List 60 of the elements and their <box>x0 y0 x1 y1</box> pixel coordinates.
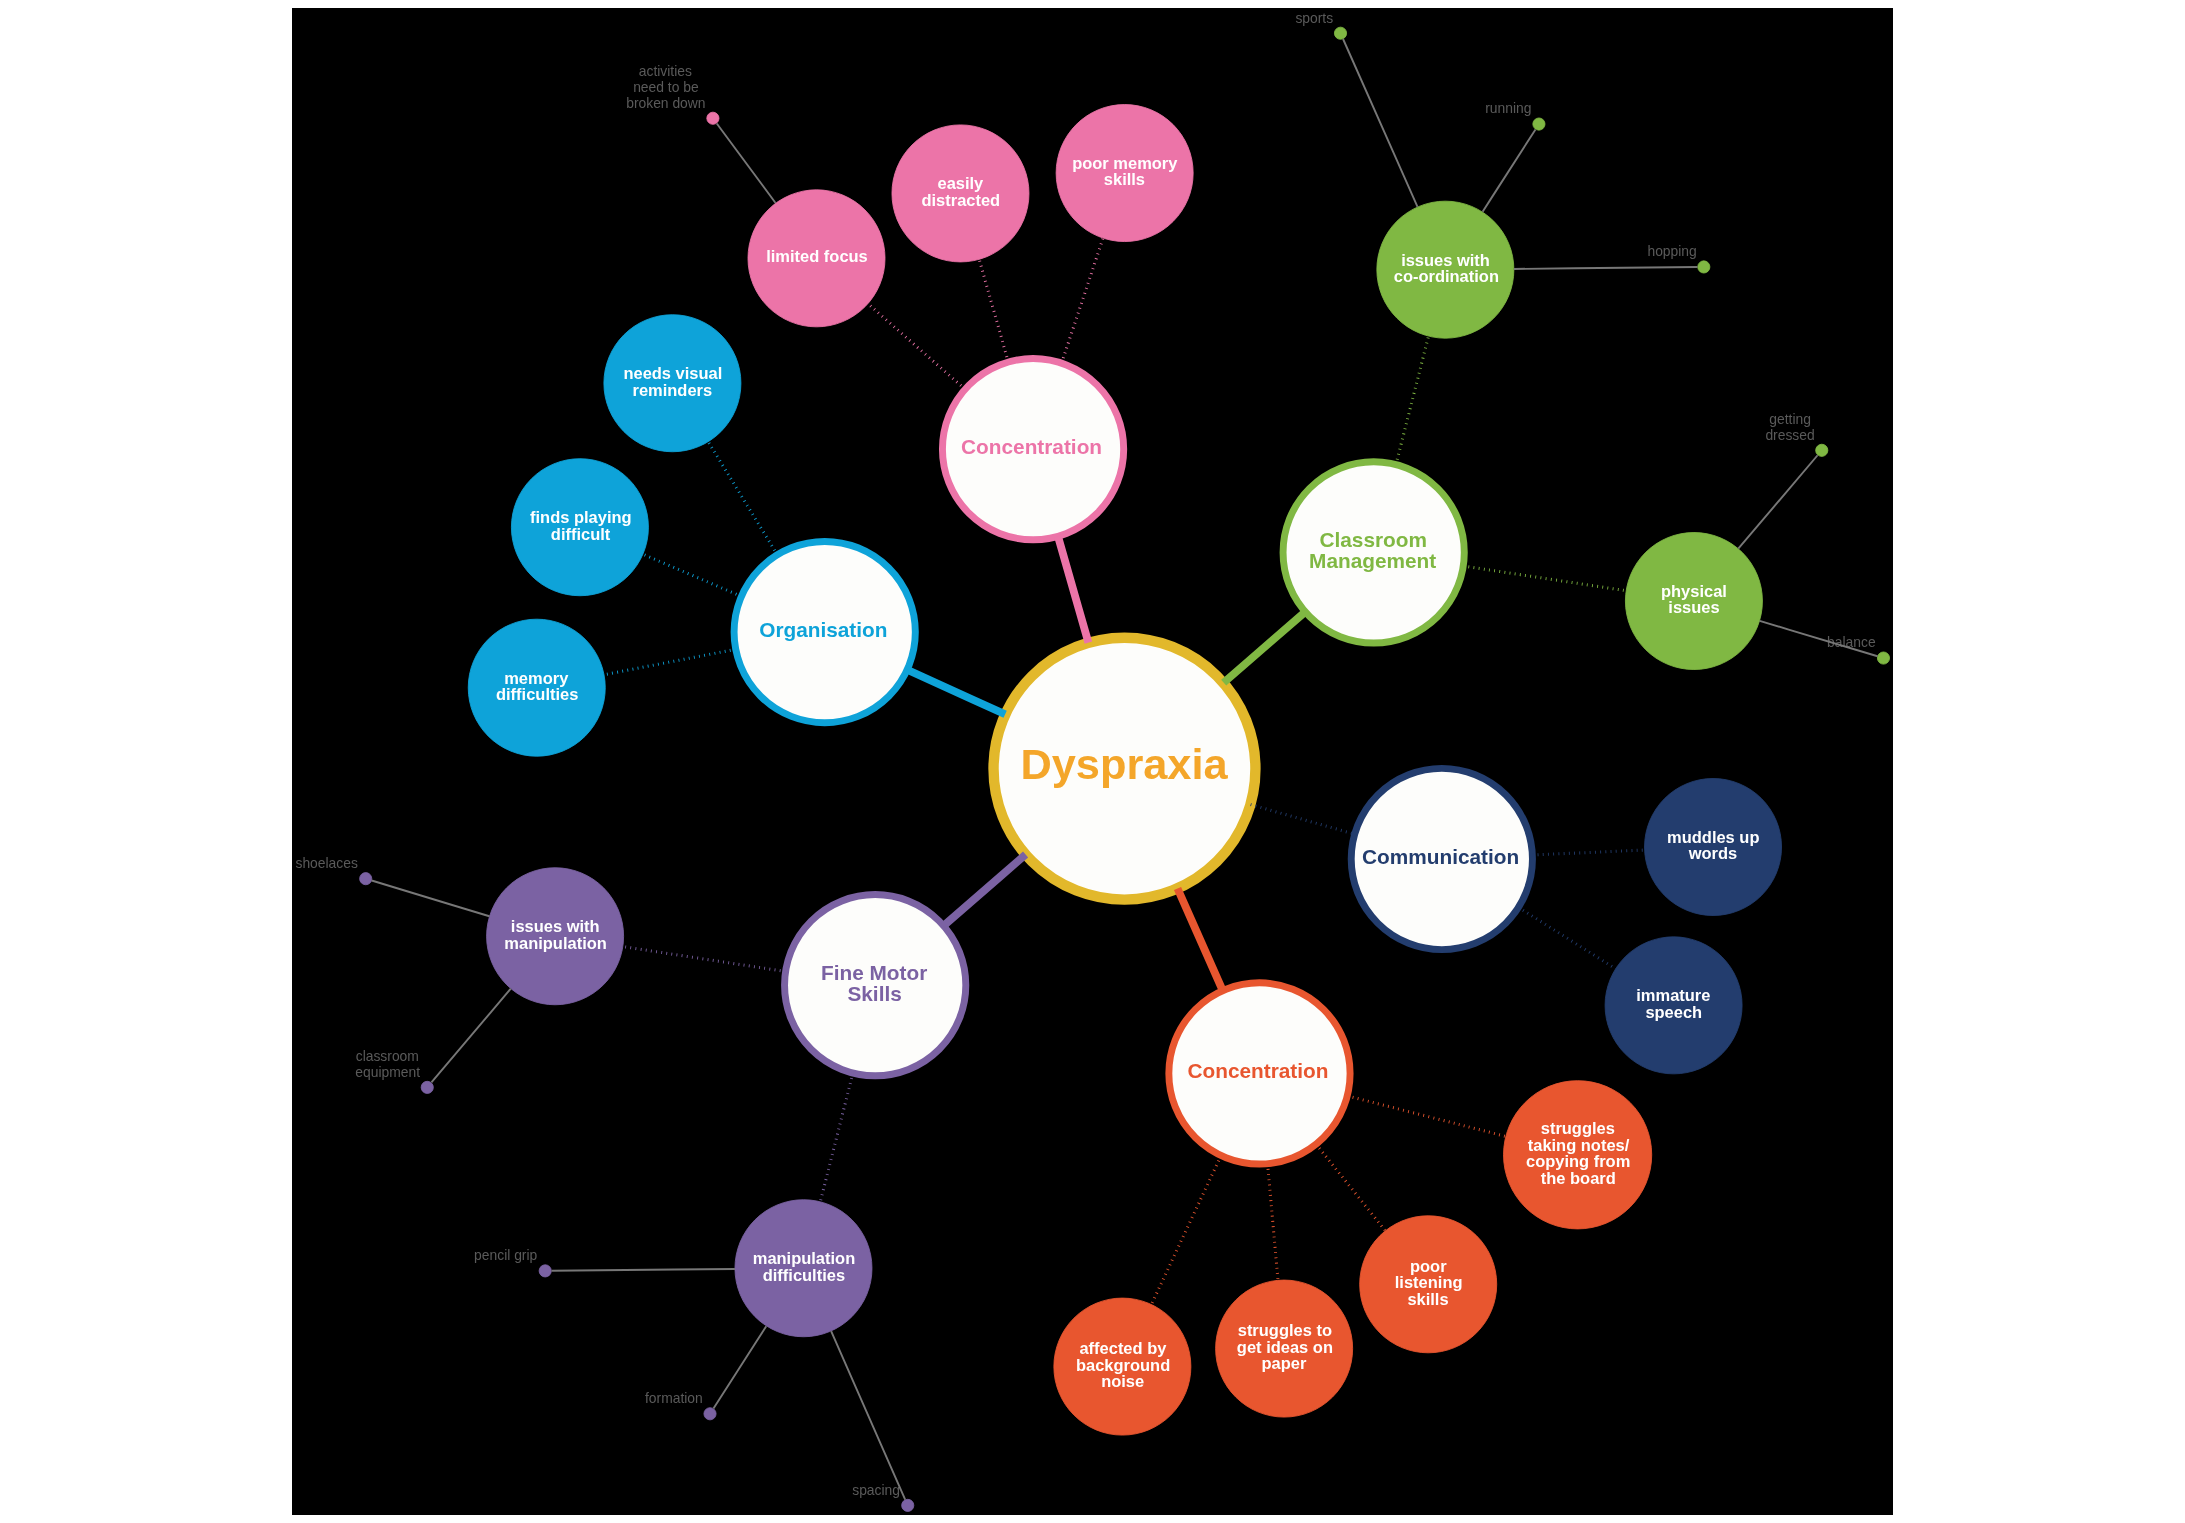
connector <box>941 851 1029 929</box>
node-circle: memory difficulties <box>467 618 606 757</box>
node-circle <box>1334 26 1347 40</box>
node-circle <box>538 1264 552 1278</box>
node-circle <box>420 1080 434 1094</box>
node-circle <box>706 111 720 125</box>
node-circle: Organisation <box>730 538 919 727</box>
node-circle: needs visual reminders <box>603 314 742 453</box>
connector <box>1737 454 1819 550</box>
node-circle: poor listening skills <box>1359 1215 1498 1354</box>
node-circle: physical issues <box>1624 532 1763 670</box>
node-circle: Classroom Management <box>1279 458 1468 647</box>
node-circle: Fine Motor Skills <box>781 891 970 1080</box>
node-label: hopping <box>1647 243 1697 260</box>
connector <box>1250 803 1355 836</box>
node-circle <box>901 1498 915 1512</box>
connector <box>370 879 491 918</box>
node-circle: Communication <box>1347 764 1536 954</box>
node-circle <box>359 872 373 886</box>
node-circle: easily distracted <box>891 124 1030 263</box>
connector <box>1758 619 1879 658</box>
node-label: spacing <box>852 1481 901 1498</box>
node-circle <box>1876 651 1890 665</box>
node-circle: issues with manipulation <box>486 867 625 1006</box>
connector <box>1481 128 1537 213</box>
connector <box>1513 266 1699 270</box>
node-label: sports <box>1295 9 1334 26</box>
connector <box>830 1330 907 1501</box>
connector <box>905 666 1007 718</box>
node-label: pencil grip <box>474 1247 538 1264</box>
node-circle: limited focus <box>747 189 886 328</box>
node-circle: struggles taking notes/ copying from the board <box>1503 1080 1653 1230</box>
node-circle <box>1532 117 1546 131</box>
node-circle: issues with co-ordination <box>1376 200 1515 339</box>
node-label: running <box>1485 100 1532 117</box>
node-circle: manipulation difficulties <box>734 1199 873 1338</box>
connector <box>712 1325 768 1410</box>
connector <box>1342 38 1419 208</box>
node-circle: poor memory skills <box>1055 104 1194 242</box>
node-label: shoelaces <box>295 855 358 872</box>
node-circle: Concentration <box>1165 979 1354 1168</box>
node-circle: finds playing difficult <box>510 458 649 597</box>
node-circle: Concentration <box>938 355 1128 544</box>
node-circle <box>703 1407 717 1421</box>
node-label: activities need to be broken down <box>626 63 706 111</box>
node-label: formation <box>644 1390 703 1407</box>
node-circle: affected by background noise <box>1053 1297 1192 1436</box>
node-circle <box>1815 443 1829 457</box>
node-label: getting dressed <box>1765 411 1815 443</box>
connector <box>1054 535 1093 644</box>
connector <box>1221 609 1308 686</box>
node-circle: Dyspraxia <box>988 632 1261 905</box>
node-circle <box>1697 260 1711 274</box>
node-label: classroom equipment <box>355 1048 420 1080</box>
node-circle: struggles to get ideas on paper <box>1215 1279 1354 1418</box>
connector <box>430 987 512 1084</box>
node-circle: muddles up words <box>1644 778 1782 916</box>
node-circle: immature speech <box>1604 936 1743 1075</box>
connector <box>715 122 777 204</box>
connector <box>550 1268 736 1272</box>
